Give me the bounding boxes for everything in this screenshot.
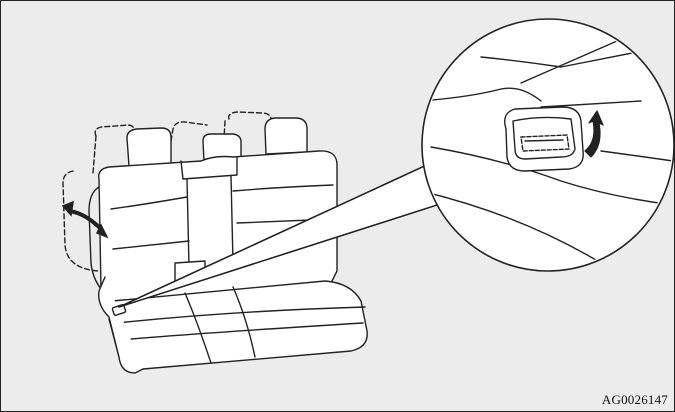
- figure-code: AG0026147: [602, 392, 668, 408]
- headrest-left: [127, 128, 171, 166]
- headrest-right: [265, 118, 307, 154]
- lever-recess: [505, 107, 584, 171]
